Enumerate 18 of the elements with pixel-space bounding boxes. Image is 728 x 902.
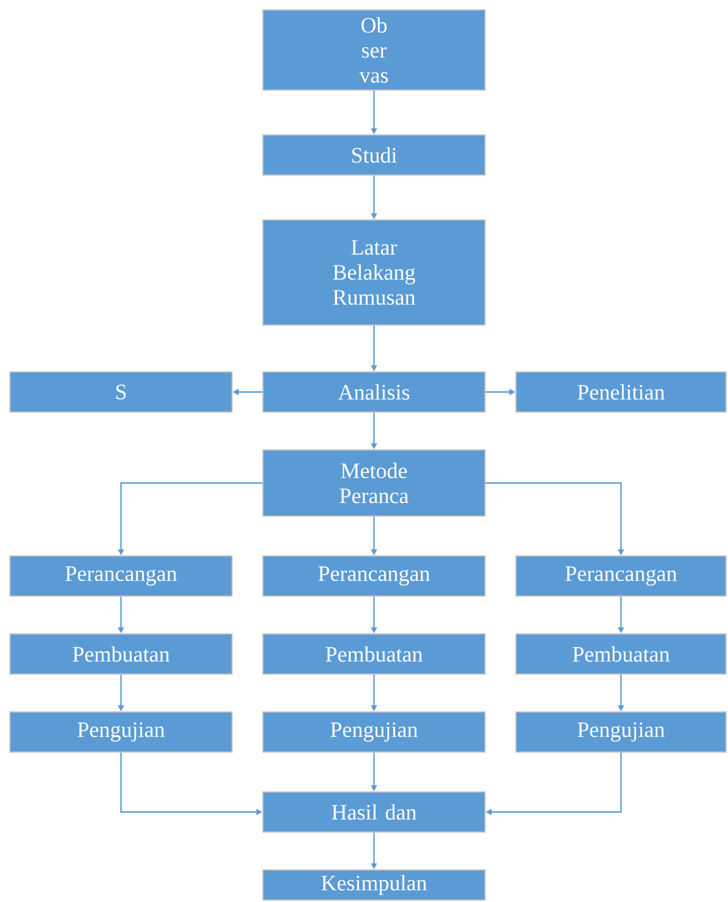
process-box: Pembuatan [9,633,233,675]
process-box: Perancangan [515,555,727,597]
process-box: Ob ser vas [262,9,486,91]
process-box: Analisis [262,371,486,413]
process-box: Kesimpulan [262,869,486,901]
process-box: Studi [262,134,486,176]
process-box: Pengujian [515,711,727,753]
process-box: Perancangan [262,555,486,597]
process-box: Metode Peranca [262,449,486,517]
process-box: Perancangan [9,555,233,597]
process-box: Penelitian [515,371,727,413]
process-box: Pengujian [262,711,486,753]
process-box: S [9,371,233,413]
process-box: Pembuatan [515,633,727,675]
process-box: Latar Belakang Rumusan [262,219,486,326]
process-box: Pembuatan [262,633,486,675]
process-box: Hasil dan [262,791,486,833]
process-box: Pengujian [9,711,233,753]
